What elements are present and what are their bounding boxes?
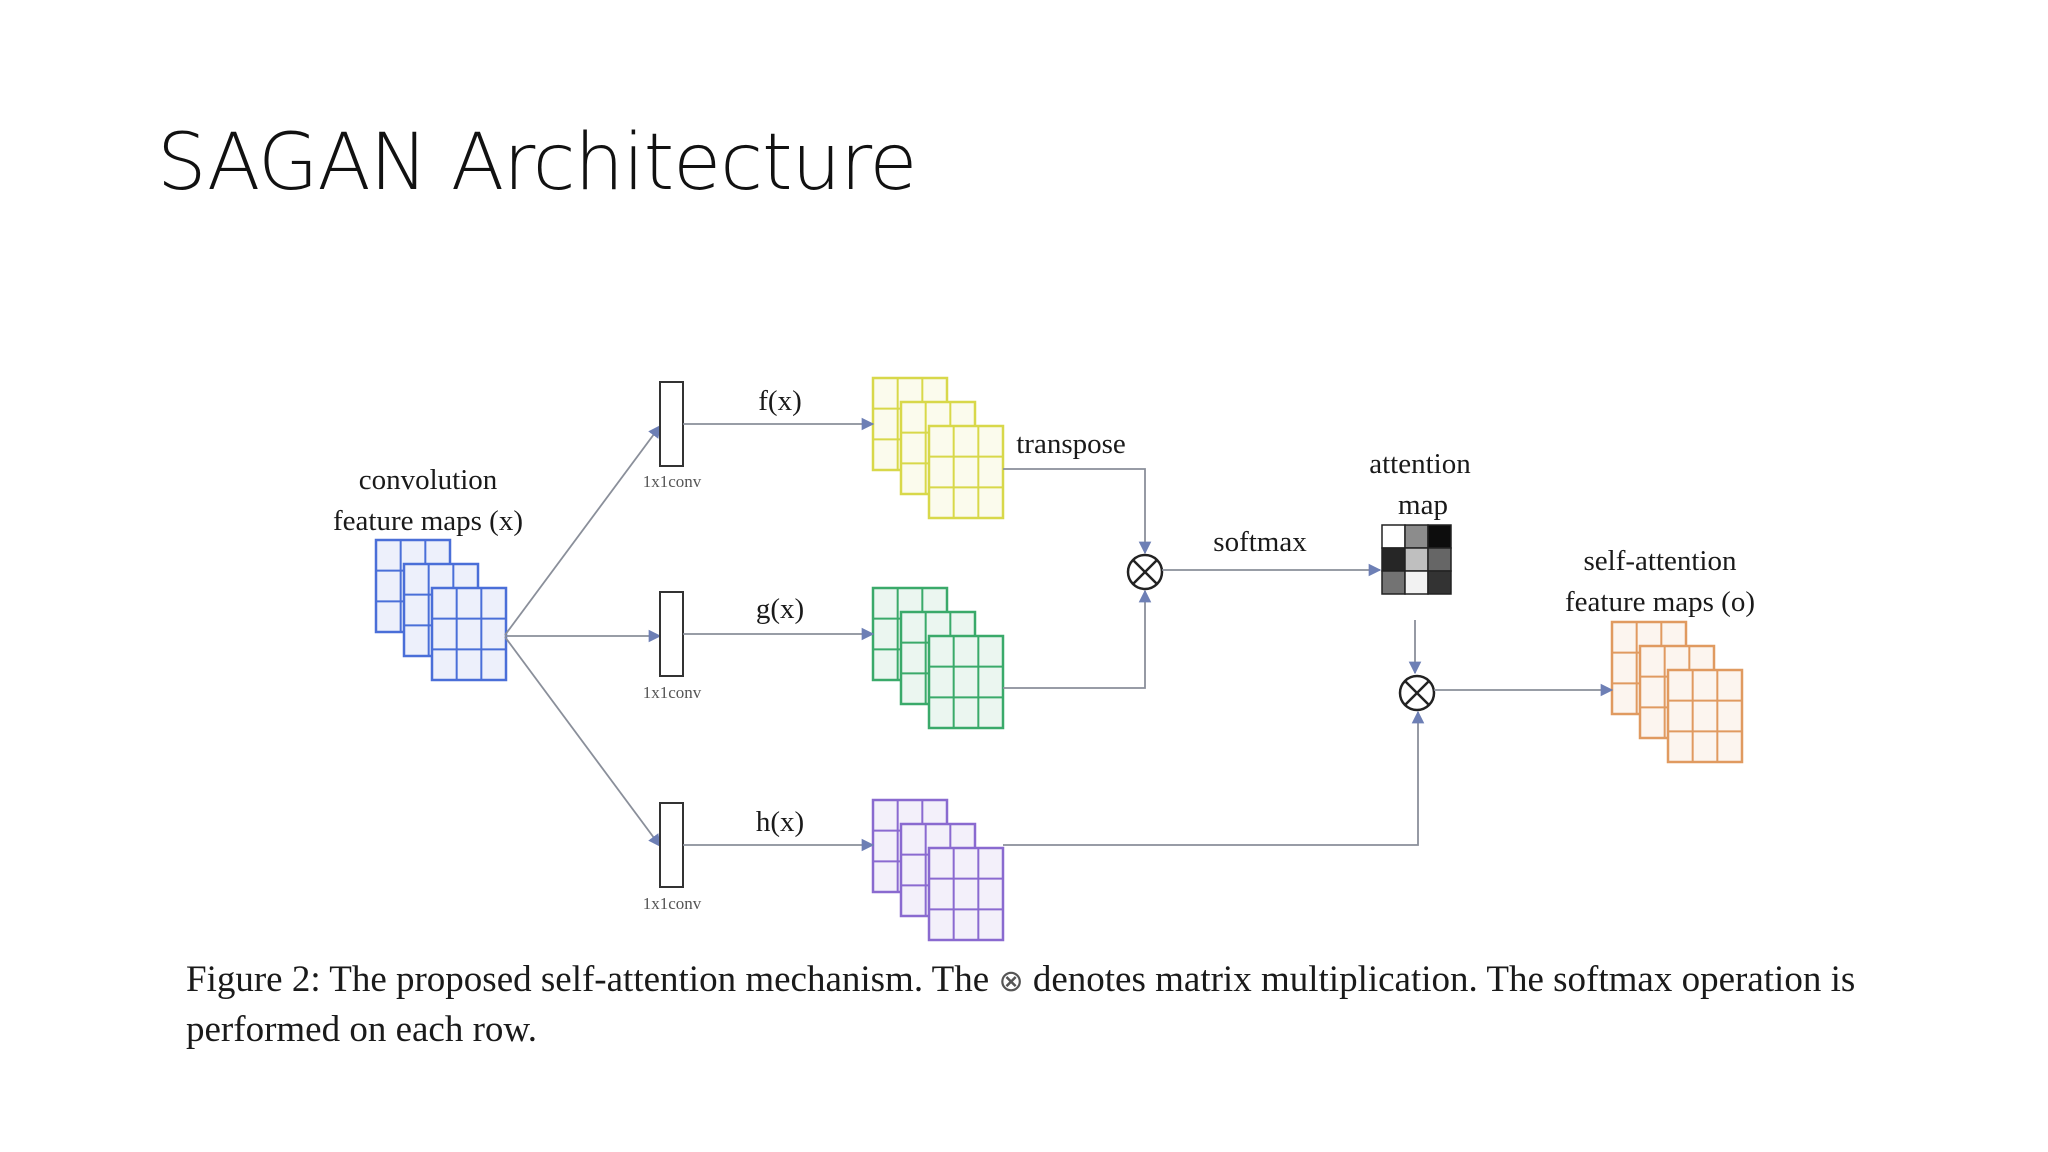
attention-map-cell <box>1381 547 1406 572</box>
conv-box-g <box>659 591 684 677</box>
conv-label-h: 1x1conv <box>643 894 702 913</box>
feature-map-sheet <box>430 586 508 682</box>
transpose-path <box>1003 468 1152 555</box>
input-feature-maps <box>374 538 508 682</box>
attention-map-cell <box>1427 547 1452 572</box>
conv-box-h <box>659 802 684 888</box>
attention-map-cell <box>1381 570 1406 595</box>
h-label: h(x) <box>756 806 804 838</box>
input-label-line1: convolution <box>359 464 498 496</box>
feature-map-sheet <box>1666 668 1744 764</box>
conv-label-f: 1x1conv <box>643 472 702 491</box>
slide-title: SAGAN Architecture <box>157 118 917 208</box>
attention-map-cell <box>1404 570 1429 595</box>
output-label-line2: feature maps (o) <box>1565 586 1755 618</box>
g-to-matmul-path <box>1003 589 1152 689</box>
h-feature-maps <box>871 798 1005 942</box>
branch-f-line <box>504 424 661 636</box>
f-feature-maps <box>871 376 1005 520</box>
attention-map-cell <box>1427 524 1452 549</box>
output-label-line1: self-attention <box>1583 545 1737 577</box>
conv-label-g: 1x1conv <box>643 683 702 702</box>
input-label-line2: feature maps (x) <box>333 505 523 537</box>
figure-caption: Figure 2: The proposed self-attention me… <box>186 956 1926 1054</box>
attention-map <box>1381 524 1452 595</box>
caption-text-before: Figure 2: The proposed self-attention me… <box>186 959 999 1000</box>
g-feature-maps <box>871 586 1005 730</box>
h-to-matmul-path <box>1003 710 1425 846</box>
attention-label-line1: attention <box>1369 448 1471 480</box>
branch-h-line <box>504 636 661 848</box>
f-label: f(x) <box>758 385 801 417</box>
attention-label-line2: map <box>1398 489 1448 521</box>
feature-map-sheet <box>927 846 1005 942</box>
attention-map-cell <box>1404 547 1429 572</box>
caption-text-after: denotes matrix multiplication. The softm… <box>186 959 1856 1050</box>
attention-map-cell <box>1381 524 1406 549</box>
matmul-operator-2 <box>1398 674 1436 712</box>
feature-map-sheet <box>927 634 1005 730</box>
attention-map-cell <box>1404 524 1429 549</box>
g-label: g(x) <box>756 593 804 625</box>
output-feature-maps <box>1610 620 1744 764</box>
matmul-operator-1 <box>1126 553 1164 591</box>
softmax-label: softmax <box>1213 526 1307 558</box>
transpose-label: transpose <box>1016 428 1126 460</box>
feature-map-sheet <box>927 424 1005 520</box>
conv-box-f <box>659 381 684 467</box>
attention-map-cell <box>1427 570 1452 595</box>
matmul-symbol: ⊗ <box>998 964 1024 999</box>
